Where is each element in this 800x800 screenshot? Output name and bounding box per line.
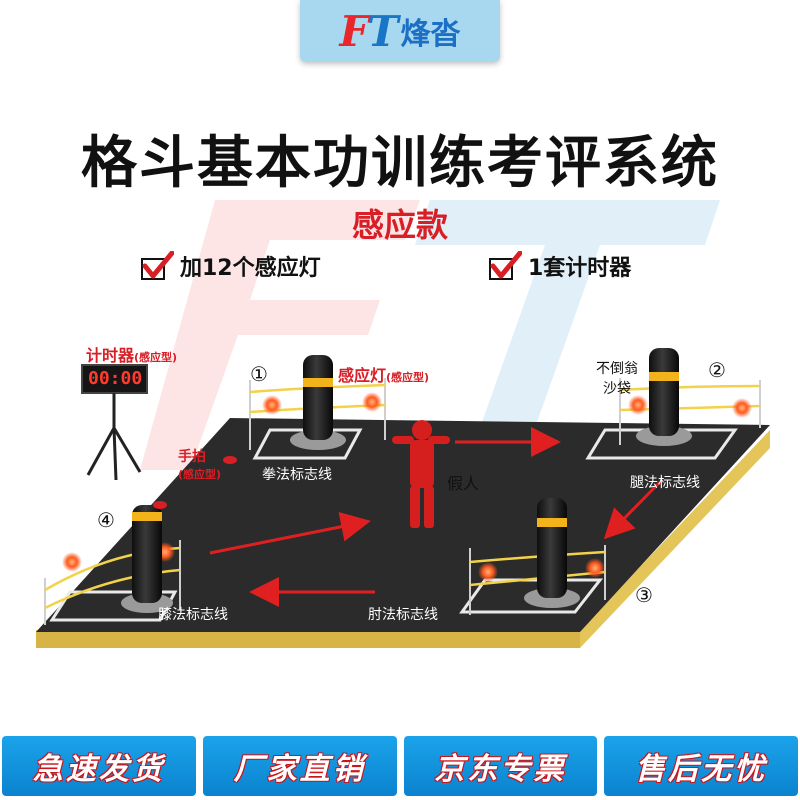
- promo-aftersales-button[interactable]: 售后无忧: [604, 736, 798, 796]
- page-title: 格斗基本功训练考评系统: [81, 131, 719, 196]
- zone-label-elbow: 肘法标志线: [368, 607, 438, 623]
- logo-mark: FT: [339, 6, 398, 56]
- promo-bar: 急速发货 厂家直销 京东专票 售后无忧: [0, 736, 800, 800]
- timer-label: 计时器(感应型): [86, 346, 178, 365]
- feature-sensor-lights: 加12个感应灯: [140, 250, 321, 282]
- logo-name: 烽沓: [400, 17, 461, 52]
- sensor-lights: [62, 392, 752, 582]
- hand-pad-icon: [153, 501, 167, 509]
- checkmark-icon: [489, 251, 522, 280]
- sensor-light-icon: [732, 398, 752, 418]
- timer-display: 00:00: [88, 368, 143, 389]
- sensor-light-icon: [262, 395, 282, 415]
- dummy-icon: [392, 420, 450, 528]
- hand-pad-icon: [223, 456, 237, 464]
- hand-pad-label: 手拍(感应型): [178, 449, 222, 481]
- tumbler-bags: [121, 348, 692, 613]
- arrow-to-dummy: [209, 511, 371, 555]
- tumbler-bag-label: 不倒翁 沙袋: [596, 361, 638, 397]
- checkmark-icon: [141, 251, 174, 280]
- station-number-4: ④: [97, 508, 115, 532]
- tumbler-bag-icon: [524, 498, 580, 608]
- sensor-light-icon: [628, 395, 648, 415]
- tumbler-bag-icon: [636, 348, 692, 446]
- feature-text: 加12个感应灯: [180, 256, 321, 281]
- sensor-light-label: 感应灯(感应型): [338, 366, 430, 385]
- feature-text: 1套计时器: [528, 256, 632, 281]
- station-number-3: ③: [635, 583, 653, 607]
- hand-pads: [153, 456, 237, 509]
- sensor-light-icon: [585, 558, 605, 578]
- zone-label-kick: 腿法标志线: [630, 475, 700, 491]
- timer-stand: [81, 364, 148, 481]
- station-number-2: ②: [708, 358, 726, 382]
- promo-factory-direct-button[interactable]: 厂家直销: [202, 736, 397, 796]
- dummy-label: 假人: [447, 474, 480, 493]
- sensor-light-icon: [478, 562, 498, 582]
- sensor-light-icon: [362, 392, 382, 412]
- promo-fast-shipping-button[interactable]: 急速发货: [2, 736, 196, 796]
- station-number-1: ①: [250, 362, 268, 386]
- zone-label-knee: 膝法标志线: [158, 607, 228, 623]
- flow-arrows: [209, 427, 662, 607]
- tumbler-bag-icon: [121, 505, 173, 613]
- arrow-to-station-3: [603, 480, 662, 540]
- feature-timer-set: 1套计时器: [488, 250, 631, 282]
- sensor-light-icon: [62, 552, 82, 572]
- subtitle: 感应款: [351, 206, 448, 244]
- tumbler-bag-icon: [290, 355, 346, 450]
- zone-label-punch: 拳法标志线: [262, 467, 332, 483]
- promo-invoice-button[interactable]: 京东专票: [403, 736, 598, 796]
- brand-logo: FT 烽沓: [300, 0, 500, 62]
